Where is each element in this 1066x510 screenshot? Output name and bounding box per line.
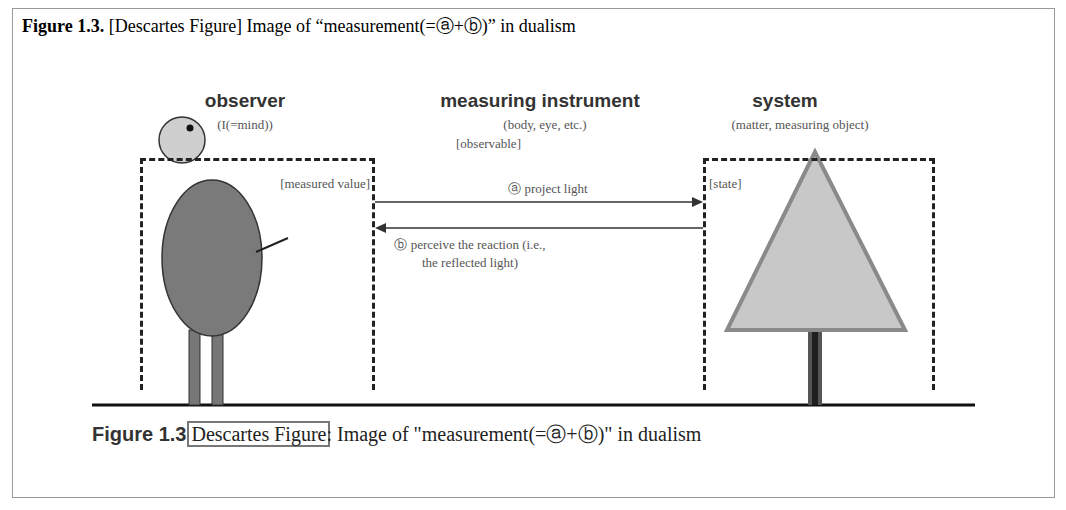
figure-title: Figure 1.3. [Descartes Figure] Image of … bbox=[22, 14, 576, 38]
arrow-label: ⓑ perceive the reaction (i.e., the refle… bbox=[394, 236, 546, 271]
observer-arm bbox=[256, 238, 288, 252]
dashed-region: observer(I(=mind))[measured value] bbox=[140, 158, 375, 390]
observer-eye bbox=[187, 125, 194, 132]
dashed-region: system(matter, measuring object)[state] bbox=[703, 158, 935, 390]
observer-leg bbox=[212, 330, 223, 405]
tree-crown bbox=[727, 152, 905, 330]
dashed-outline bbox=[703, 158, 935, 390]
box-heading: observer bbox=[205, 90, 285, 112]
arrowhead bbox=[692, 197, 703, 207]
section-subheading: (body, eye, etc.) bbox=[503, 117, 586, 133]
observer-leg bbox=[189, 330, 200, 405]
arrow-shaft bbox=[385, 227, 703, 229]
tree-trunk bbox=[808, 332, 822, 405]
arrowhead bbox=[375, 223, 386, 233]
tree-trunk-core bbox=[812, 332, 818, 405]
box-subheading: (I(=mind)) bbox=[217, 117, 273, 133]
observable-label: [observable] bbox=[456, 136, 521, 152]
observer-body bbox=[162, 180, 262, 336]
dashed-outline bbox=[140, 158, 375, 390]
arrow-connector bbox=[375, 197, 703, 207]
arrow-connector bbox=[375, 223, 703, 233]
section-heading: measuring instrument bbox=[440, 90, 640, 112]
figure-caption: Figure 1.3 Descartes Figure: Image of "m… bbox=[92, 421, 701, 448]
arrow-shaft bbox=[375, 201, 693, 203]
value-label: [measured value] bbox=[280, 176, 370, 192]
observer-head bbox=[159, 117, 205, 163]
state-label: [state] bbox=[709, 176, 741, 192]
arrow-label: ⓐ project light bbox=[448, 180, 648, 198]
box-subheading: (matter, measuring object) bbox=[731, 117, 868, 133]
ground-line bbox=[92, 404, 975, 407]
box-heading: system bbox=[752, 90, 818, 112]
